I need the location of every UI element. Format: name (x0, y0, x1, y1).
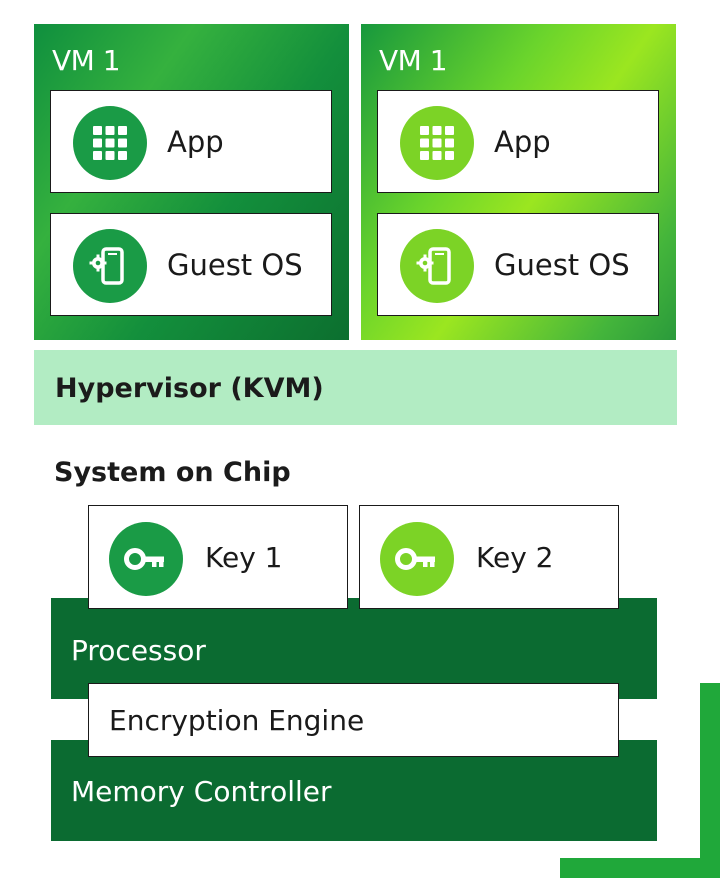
vm-panel-1: VM 1 App (34, 24, 349, 340)
app-box: App (377, 90, 659, 193)
vm-title: VM 1 (379, 44, 448, 77)
memory-controller-label: Memory Controller (71, 775, 332, 808)
guest-os-box: Guest OS (377, 213, 659, 316)
vm-panel-2: VM 1 App (361, 24, 676, 340)
vm-title: VM 1 (52, 44, 121, 77)
hypervisor-label: Hypervisor (KVM) (55, 373, 324, 404)
hypervisor-layer: Hypervisor (KVM) (34, 350, 677, 425)
key-icon (380, 522, 454, 596)
key-box-2: Key 2 (359, 505, 619, 609)
phone-settings-icon (73, 229, 147, 303)
guest-os-label: Guest OS (494, 248, 630, 282)
guest-os-box: Guest OS (50, 213, 332, 316)
key-box-1: Key 1 (88, 505, 348, 609)
processor-block: Processor (51, 598, 657, 699)
key-label: Key 2 (476, 541, 554, 574)
guest-os-label: Guest OS (167, 248, 303, 282)
key-label: Key 1 (205, 541, 283, 574)
apps-grid-icon (400, 106, 474, 180)
app-label: App (494, 125, 551, 159)
app-label: App (167, 125, 224, 159)
app-box: App (50, 90, 332, 193)
decorative-bar-right (700, 683, 720, 878)
decorative-bar-bottom (560, 858, 720, 878)
encryption-engine-label: Encryption Engine (109, 704, 365, 737)
encryption-engine-box: Encryption Engine (88, 683, 619, 757)
processor-label: Processor (71, 634, 206, 667)
phone-settings-icon (400, 229, 474, 303)
key-icon (109, 522, 183, 596)
soc-title: System on Chip (54, 457, 291, 488)
apps-grid-icon (73, 106, 147, 180)
